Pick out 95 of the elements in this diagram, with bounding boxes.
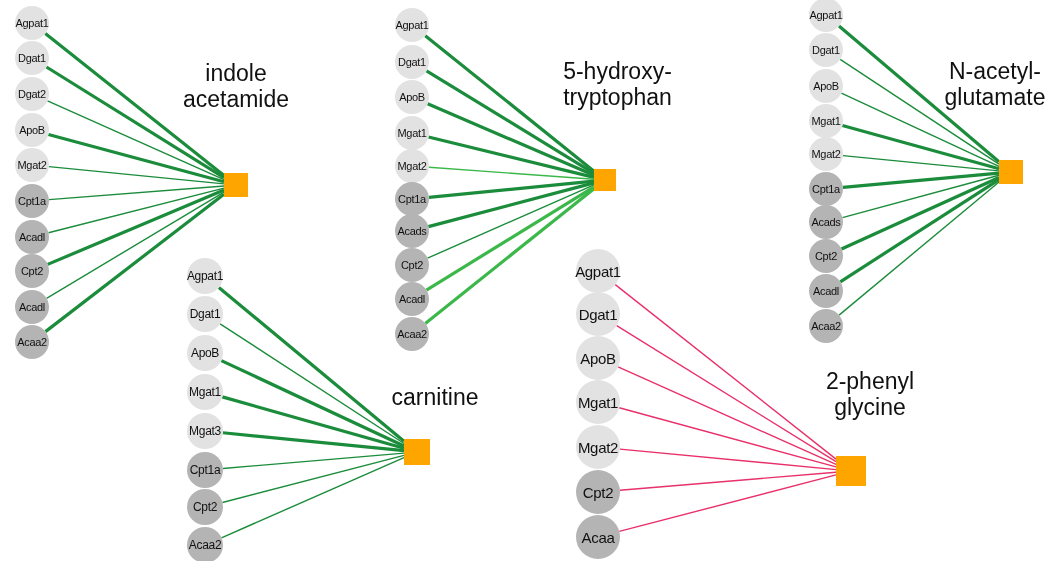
connector-line bbox=[840, 92, 1000, 168]
gene-node: Mgat2 bbox=[809, 137, 843, 171]
connector-line bbox=[424, 34, 595, 173]
gene-node: ApoB bbox=[576, 336, 620, 380]
gene-node: Cpt1a bbox=[395, 182, 429, 216]
connector-line bbox=[618, 474, 837, 533]
connector-line bbox=[839, 178, 1000, 284]
connector-line bbox=[428, 181, 595, 229]
gene-node: Cpt2 bbox=[15, 254, 49, 288]
connector-line bbox=[424, 187, 595, 325]
gene-node: Agpat1 bbox=[395, 8, 429, 42]
connector-line bbox=[221, 395, 405, 450]
connector-line bbox=[222, 431, 405, 453]
gene-node: ApoB bbox=[395, 80, 429, 114]
gene-node: Agpat1 bbox=[809, 0, 843, 32]
gene-node: Mgat3 bbox=[187, 413, 223, 449]
gene-node: Mgat2 bbox=[15, 148, 49, 182]
gene-node: Cpt1a bbox=[809, 172, 843, 206]
gene-node: Cpt1a bbox=[187, 452, 223, 488]
connector-line bbox=[840, 176, 1000, 251]
gene-node: Acaa2 bbox=[809, 309, 843, 343]
connector-line bbox=[220, 359, 405, 448]
connector-line bbox=[425, 69, 595, 175]
connector-line bbox=[44, 32, 225, 177]
gene-node: Dgat1 bbox=[395, 45, 429, 79]
connector-line bbox=[841, 123, 1000, 171]
gene-node: Mgat1 bbox=[395, 116, 429, 150]
gene-node: Acads bbox=[395, 214, 429, 248]
gene-node: Acadl bbox=[15, 290, 49, 324]
gene-node: Dgat1 bbox=[809, 33, 843, 67]
connector-line bbox=[221, 454, 405, 504]
gene-node: Acaa bbox=[576, 515, 620, 559]
connector-line bbox=[426, 184, 595, 259]
gene-node: Acadl bbox=[395, 282, 429, 316]
connector-line bbox=[48, 132, 225, 184]
gene-node: Acads bbox=[809, 205, 843, 239]
connector-line bbox=[619, 471, 837, 491]
metabolite-label: indole acetamide bbox=[181, 60, 291, 113]
connector-line bbox=[428, 166, 595, 180]
connector-line bbox=[45, 65, 225, 179]
gene-node: Cpt2 bbox=[187, 489, 223, 525]
metabolite-label: carnitine bbox=[390, 384, 480, 411]
gene-node: Acadl bbox=[809, 274, 843, 308]
gene-node: Mgat2 bbox=[395, 149, 429, 183]
gene-node: ApoB bbox=[809, 69, 843, 103]
gene-node: Dgat1 bbox=[187, 296, 223, 332]
connector-line bbox=[837, 24, 1001, 164]
connector-line bbox=[428, 179, 595, 199]
connector-line bbox=[618, 407, 837, 468]
connector-line bbox=[217, 286, 406, 443]
gene-node: Cpt1a bbox=[15, 184, 49, 218]
gene-node: Acaa2 bbox=[395, 317, 429, 351]
connector-line bbox=[48, 165, 225, 185]
connector-line bbox=[427, 102, 595, 177]
gene-node: Cpt2 bbox=[395, 248, 429, 282]
connector-line bbox=[617, 366, 837, 465]
connector-line bbox=[220, 457, 405, 539]
metabolite-label: N-acetyl- glutamate bbox=[943, 58, 1047, 111]
gene-node: ApoB bbox=[15, 113, 49, 147]
gene-node: Acaa2 bbox=[187, 527, 223, 561]
connector-line bbox=[219, 323, 405, 445]
gene-node: Cpt2 bbox=[809, 239, 843, 273]
gene-node: Dgat2 bbox=[15, 77, 49, 111]
gene-node: Acaa2 bbox=[15, 325, 49, 359]
connector-line bbox=[842, 154, 1000, 172]
connector-line bbox=[47, 187, 225, 234]
connector-line bbox=[428, 135, 595, 179]
gene-node: Mgat2 bbox=[576, 425, 620, 469]
gene-node: Agpat1 bbox=[15, 6, 49, 40]
connector-line bbox=[838, 181, 1000, 316]
connector-line bbox=[46, 100, 225, 181]
connector-line bbox=[45, 191, 225, 299]
metabolite-label: 5-hydroxy- tryptophan bbox=[562, 58, 673, 111]
gene-node: Mgat1 bbox=[576, 380, 620, 424]
connector-line bbox=[425, 185, 595, 292]
connector-line bbox=[839, 58, 1000, 165]
gene-node: Acadl bbox=[15, 220, 49, 254]
connector-line bbox=[842, 171, 1000, 190]
gene-node: Cpt2 bbox=[576, 470, 620, 514]
connector-line bbox=[222, 452, 405, 470]
connector-line bbox=[841, 174, 1000, 219]
connector-line bbox=[616, 324, 837, 463]
gene-node: Dgat1 bbox=[576, 292, 620, 336]
gene-node: Mgat1 bbox=[187, 374, 223, 410]
connector-line bbox=[614, 283, 837, 460]
connector-line bbox=[48, 185, 225, 201]
metabolite-label: 2-phenyl glycine bbox=[824, 368, 916, 421]
gene-node: Agpat1 bbox=[576, 249, 620, 293]
connector-line bbox=[619, 448, 837, 471]
gene-node: Mgat1 bbox=[809, 104, 843, 138]
gene-node: ApoB bbox=[187, 335, 223, 371]
gene-node: Dgat1 bbox=[15, 41, 49, 75]
connector-line bbox=[44, 192, 225, 333]
connector-line bbox=[47, 188, 225, 266]
gene-node: Agpat1 bbox=[187, 258, 223, 294]
